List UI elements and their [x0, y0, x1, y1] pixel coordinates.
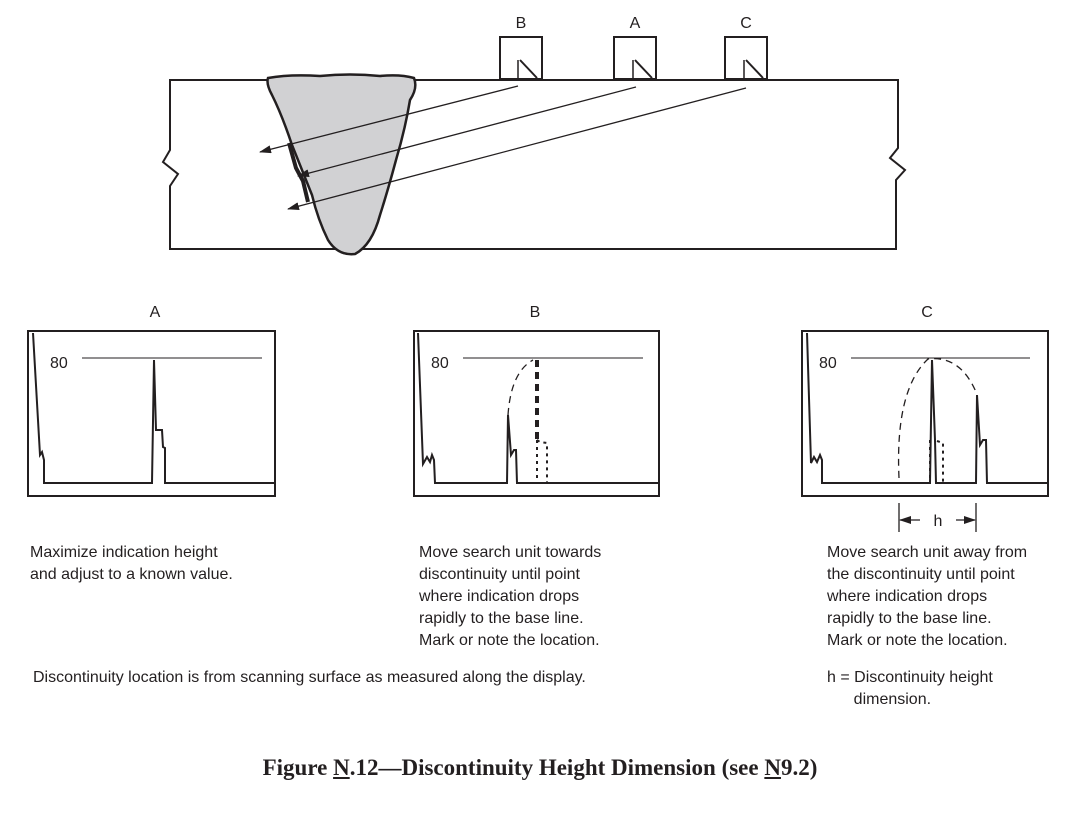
a-scan-trace [417, 332, 658, 484]
screen-b [413, 330, 660, 497]
screen-a [27, 330, 276, 497]
beam-b [259, 85, 519, 154]
peak-envelope-dashed [897, 357, 977, 479]
screen-label-a: A [150, 304, 161, 321]
reference-level-b: 80 [431, 355, 449, 372]
screen-label-c: C [921, 304, 933, 321]
screen-label-b: B [530, 304, 541, 321]
height-dimension [898, 503, 977, 532]
reference-level-a: 80 [50, 355, 68, 372]
probe-b [499, 36, 543, 80]
figure-caption: Figure N.12—Discontinuity Height Dimensi… [0, 755, 1080, 781]
echo-dotted [929, 440, 944, 483]
beam-c [287, 87, 747, 211]
probe-label-a: A [630, 15, 641, 32]
probe-label-b: B [516, 15, 527, 32]
weld-cross-section: B A C [161, 15, 907, 256]
a-scan-trace [806, 332, 1048, 484]
plate-outline [161, 79, 907, 250]
caption-annex-letter: N [333, 755, 350, 780]
note-h-definition: h = Discontinuity height dimension. [827, 669, 993, 708]
description-a: Maximize indication height and adjust to… [30, 544, 233, 583]
probe-a [613, 36, 657, 80]
dimension-label-h: h [934, 513, 943, 530]
note-location: Discontinuity location is from scanning … [33, 669, 586, 686]
description-c: Move search unit away from the discontin… [827, 544, 1028, 649]
beam-a [297, 86, 637, 178]
probe-c [724, 36, 768, 80]
caption-suffix: 9.2) [780, 755, 818, 780]
description-b: Move search unit towards discontinuity u… [419, 544, 602, 649]
probe-label-c: C [740, 15, 752, 32]
reference-level-c: 80 [819, 355, 837, 372]
echo-dotted [536, 439, 548, 483]
caption-title: .12—Discontinuity Height Dimension (see [349, 755, 765, 780]
caption-prefix: Figure [262, 755, 334, 780]
caption-ref-annex-letter: N [764, 755, 781, 780]
screen-c [801, 330, 1049, 532]
peak-envelope-dashed [507, 359, 534, 416]
a-scan-trace [32, 332, 274, 484]
